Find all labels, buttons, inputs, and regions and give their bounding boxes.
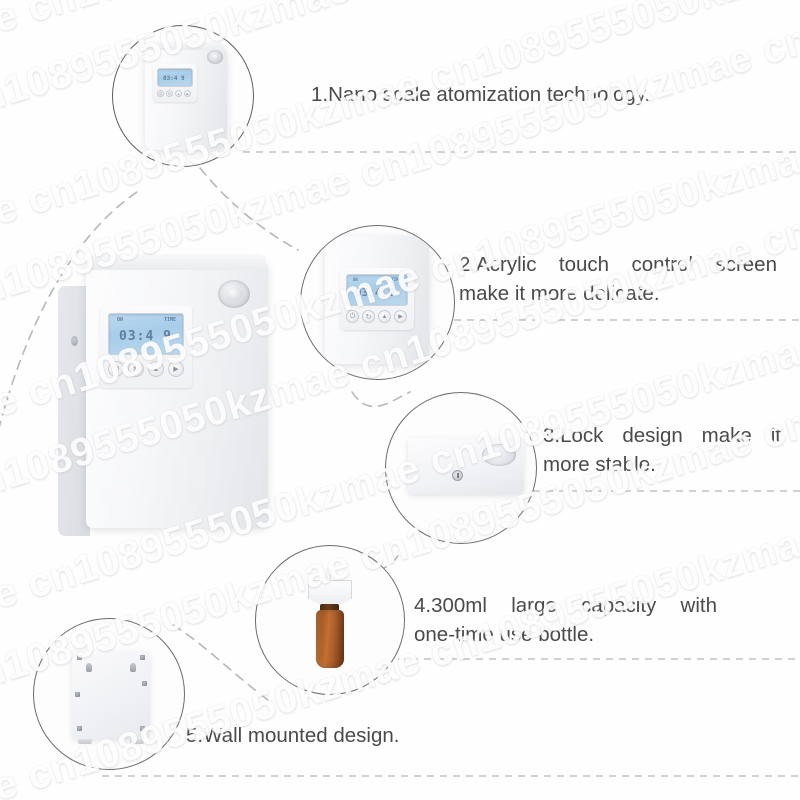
screw-bottom-right [140,726,145,731]
control-button-row: ⏻ ↻ ▲ ▶ [157,90,191,97]
product-side-face [58,286,90,536]
bottle-stem [326,568,331,586]
amber-oil-bottle-300ml [302,568,360,678]
feature-2-text: 2.Acrylic touch control screen make it m… [459,250,777,308]
control-panel: 03:4 9 ⏻ ↻ ▲ ▶ [153,64,197,102]
arc-feature1-to-feature2 [199,167,299,251]
screw-bottom-left [77,726,82,731]
control-button-row: ⏻ ↻ ▲ ▶ [346,310,407,323]
lcd-reading: 03:4 9 [119,329,172,344]
main-product-image: ON TIME 03:4 9 ⏻ ↻ ▲ ▶ [58,248,288,548]
control-button-row[interactable]: ⏻ ↻ ▲ ▶ [108,361,184,377]
acrylic-touch-control-screen-closeup: ON TIME 03:4 9 ⏻ ↻ ▲ ▶ [325,236,435,366]
screw-top-left [77,655,82,660]
feature-1-line-1: 1.Nano scale atomization technology. [311,83,651,106]
power-button: ⏻ [157,90,164,97]
wall-mounted-back-plate [72,651,150,744]
mode-button[interactable]: ↻ [128,361,144,377]
right-button[interactable]: ▶ [168,361,184,377]
product-top-face [146,42,226,50]
feature-1-text: 1.Nano scale atomization technology. [311,80,721,109]
feature-3-line-2: more stable. [543,453,656,477]
feature-5-line-1: 5.Wall mounted design. [186,724,400,747]
power-button: ⏻ [346,310,359,323]
product-top-face [87,254,267,270]
diffuser-front-view: 03:4 9 ⏻ ↻ ▲ ▶ [141,40,237,152]
up-button: ▲ [378,310,391,323]
feature-5-circle-image [33,618,185,770]
feature-3-line-1: 3.Lock design make it [543,424,781,447]
up-button: ▲ [175,90,182,97]
feature-5-text: 5.Wall mounted design. [186,721,506,750]
feature-4-text: 4.300ml large capacity with one-time use… [414,591,717,649]
right-button: ▶ [184,90,191,97]
mode-button: ↻ [362,310,375,323]
screw-mid-left [75,692,80,697]
lcd-display: ON TIME 03:4 9 [346,274,408,306]
lcd-label-on: ON [353,277,358,282]
lcd-label-time: TIME [163,317,176,323]
screw-top-right [140,655,145,660]
feature-1-circle-image: 03:4 9 ⏻ ↻ ▲ ▶ [112,25,254,167]
wall-hook-slot-left [86,663,92,672]
mist-outlet-nozzle [218,280,250,308]
feature-2-circle-image: ON TIME 03:4 9 ⏻ ↻ ▲ ▶ [300,225,455,380]
feature-4-line-2: one-time use bottle. [414,623,595,647]
wall-hook-slot-right [130,663,136,672]
bottle-neck [320,604,339,612]
lcd-display: ON TIME 03:4 9 [108,313,184,355]
lock-keyhole-icon [452,470,463,481]
mist-outlet-nozzle [207,50,223,64]
bottle-cap-fitting [308,580,352,606]
foot-left [78,739,92,744]
control-panel[interactable]: ON TIME 03:4 9 ⏻ ↻ ▲ ▶ [100,306,192,388]
arc-feature2-to-feature3 [351,391,411,408]
screw-mid-right [142,681,147,686]
lcd-label-on: ON [117,317,124,323]
bottle-glass-body [316,610,344,668]
foot-right [130,739,144,744]
lcd-reading: 03:4 9 [163,75,185,82]
feature-4-circle-image [255,545,405,695]
lock-ring [482,444,516,466]
mode-button: ↻ [166,90,173,97]
feature-3-circle-image [385,392,537,544]
lcd-display: 03:4 9 [157,68,193,87]
lcd-reading: 03:4 9 [355,286,395,299]
feature-4-line-1: 4.300ml large capacity with [414,594,717,617]
up-button[interactable]: ▲ [148,361,164,377]
power-button[interactable]: ⏻ [108,361,124,377]
lock-design-top-view [408,438,524,494]
feature-2-line-1: 2.Acrylic touch control screen [459,253,777,276]
side-port [71,336,78,346]
right-button: ▶ [394,310,407,323]
feature-2-line-2: make it more delicate. [459,282,660,306]
control-panel: ON TIME 03:4 9 ⏻ ↻ ▲ ▶ [340,268,414,330]
lcd-label-time: TIME [391,277,401,282]
watermark-text: cn1089555050kzmae cn1089555050kzmae cn10… [0,0,800,59]
feature-3-text: 3.Lock design make it more stable. [543,421,781,479]
